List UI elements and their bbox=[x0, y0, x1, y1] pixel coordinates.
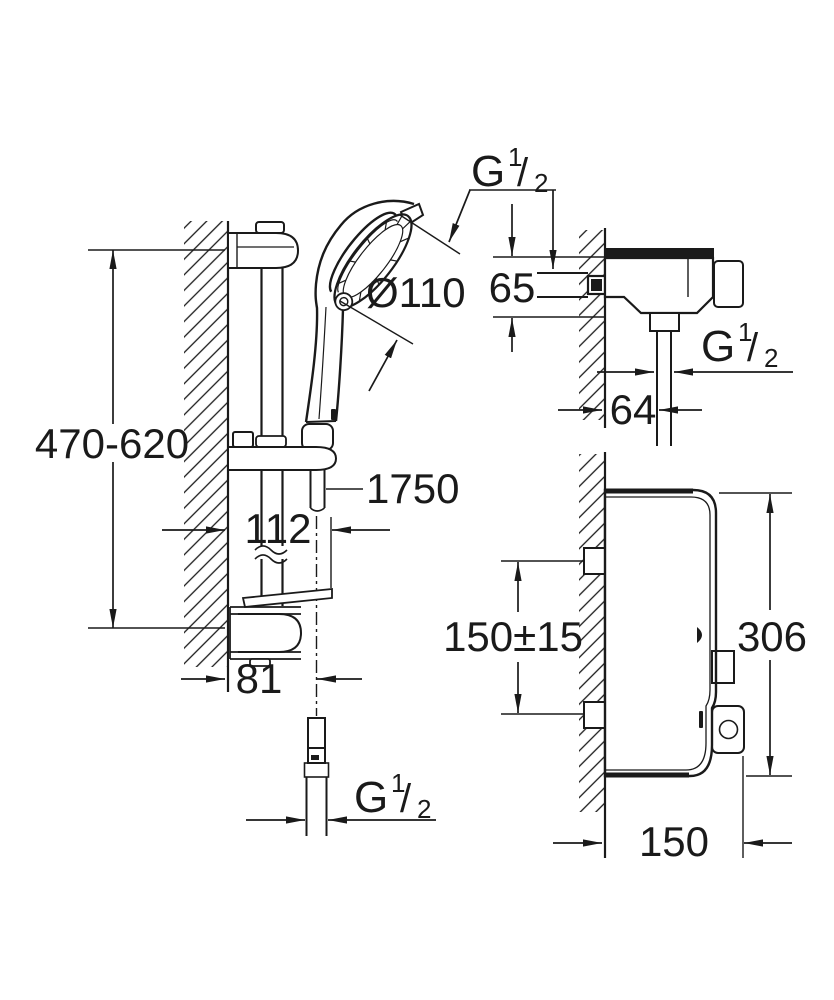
svg-text:1: 1 bbox=[738, 317, 752, 347]
marker-tick bbox=[699, 711, 703, 728]
dimensions-valve-front: 150±15 306 150 bbox=[443, 492, 807, 865]
svg-text:1: 1 bbox=[391, 768, 405, 798]
svg-text:2: 2 bbox=[534, 168, 548, 198]
valve-front-view bbox=[579, 452, 745, 858]
shower-hose-upper bbox=[309, 470, 326, 512]
outlet-connector bbox=[649, 312, 680, 332]
svg-text:G: G bbox=[354, 773, 388, 822]
svg-text:/: / bbox=[517, 151, 529, 195]
valve-body-front bbox=[603, 488, 718, 778]
svg-text:/: / bbox=[747, 326, 759, 370]
spray-face bbox=[328, 211, 413, 312]
mounting-plate bbox=[605, 248, 714, 258]
control-button bbox=[697, 627, 702, 643]
wall-bracket-upper bbox=[583, 547, 606, 575]
dim-body-height: 306 bbox=[737, 613, 807, 660]
dimensions-valve-side: 65 64 G 1 / 2 bbox=[489, 204, 793, 433]
shower-hose-end bbox=[303, 717, 330, 836]
hand-shower-back-edge bbox=[304, 199, 415, 423]
svg-text:G: G bbox=[471, 147, 505, 196]
svg-text:2: 2 bbox=[417, 794, 431, 824]
wall-bracket-lower bbox=[583, 701, 606, 729]
temperature-knob bbox=[713, 260, 744, 308]
svg-text:1: 1 bbox=[508, 142, 522, 172]
thread-label-middle: G 1 / 2 bbox=[597, 317, 793, 376]
thread-label-top: G 1 / 2 bbox=[448, 142, 557, 269]
dim-head-diameter: Ø110 bbox=[366, 269, 466, 316]
slider-knob bbox=[232, 431, 254, 448]
wall-hatch-left bbox=[184, 221, 230, 692]
wall-hatch-front bbox=[579, 454, 605, 812]
dim-holder-offset: 112 bbox=[245, 505, 312, 552]
slider-holder bbox=[227, 431, 338, 471]
safestop-button bbox=[718, 719, 739, 740]
hand-shower bbox=[301, 199, 425, 451]
dim-hose-offset: 81 bbox=[236, 655, 283, 702]
wall-hatch-side bbox=[579, 230, 605, 420]
dim-rail-height-range: 470-620 bbox=[35, 420, 189, 467]
dim-body-depth: 150 bbox=[639, 818, 709, 865]
svg-text:G: G bbox=[701, 322, 735, 371]
dim-hose-length: 1750 bbox=[366, 465, 459, 512]
bracket-knob bbox=[255, 221, 285, 234]
thread-label-bottom: G 1 / 2 bbox=[246, 768, 436, 824]
svg-text:/: / bbox=[400, 777, 412, 821]
rail-view bbox=[184, 199, 425, 836]
spray-mode-button bbox=[331, 409, 336, 420]
valve-body-side bbox=[603, 256, 715, 315]
hose-end-nut bbox=[303, 762, 330, 778]
svg-text:2: 2 bbox=[764, 343, 778, 373]
shower-rail bbox=[254, 268, 288, 608]
upper-rail-bracket bbox=[227, 221, 300, 269]
dim-inlet-depth: 64 bbox=[610, 386, 657, 433]
rail-break-mark bbox=[254, 545, 288, 555]
valve-side-view bbox=[537, 228, 744, 446]
soap-dish bbox=[241, 588, 333, 608]
dim-mounting-distance: 150±15 bbox=[443, 613, 583, 660]
volume-knob bbox=[711, 650, 735, 684]
bracket-knob bbox=[249, 658, 271, 667]
lower-rail-bracket bbox=[229, 606, 303, 667]
temperature-knob-front bbox=[711, 705, 745, 754]
dim-inlet-height: 65 bbox=[489, 264, 536, 311]
dimensions-rail-view: 470-620 112 1750 81 Ø110 G 1 / 2 G 1 bbox=[35, 142, 557, 824]
